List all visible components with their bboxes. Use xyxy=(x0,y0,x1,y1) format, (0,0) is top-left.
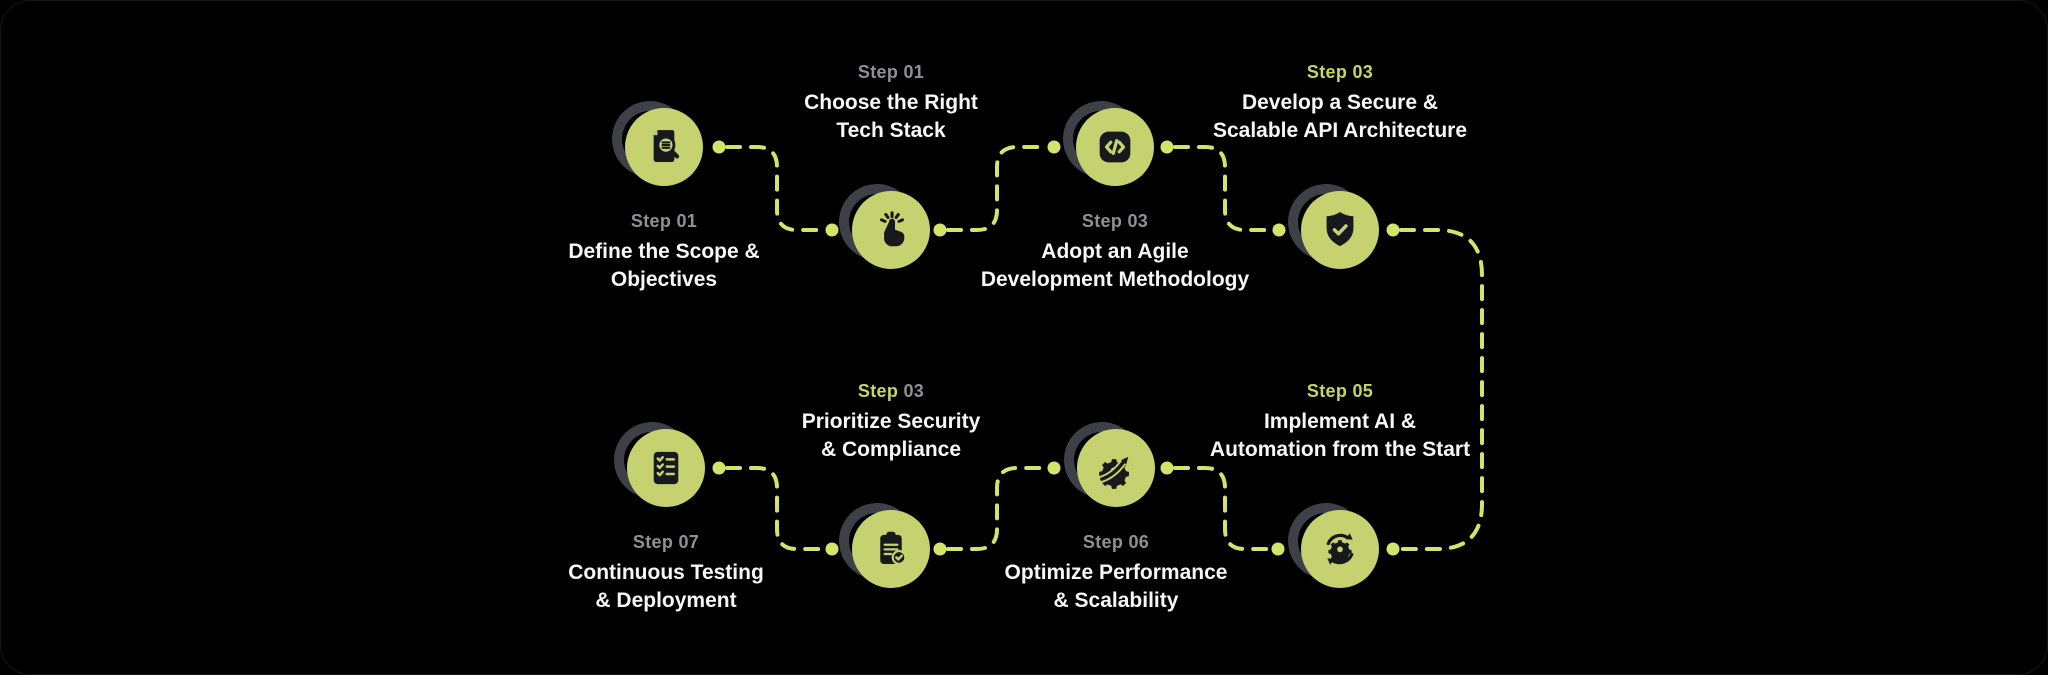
step-text: Step 03 Develop a Secure & Scalable API … xyxy=(1165,60,1515,145)
step-title-line: Optimize Performance xyxy=(1004,561,1228,584)
step-text: Step 01 Define the Scope & Objectives xyxy=(489,209,839,294)
step-label-word: Step xyxy=(857,62,899,82)
tap-click-icon xyxy=(852,191,930,269)
step-label-word: Step xyxy=(632,532,674,552)
step-label-num: 05 xyxy=(1352,381,1374,401)
step-label-word: Step xyxy=(857,381,899,401)
step-title-line: Scalable API Architecture xyxy=(1212,119,1468,142)
step-text: Step 05 Implement AI & Automation from t… xyxy=(1165,379,1515,464)
step-text: Step 07 Continuous Testing & Deployment xyxy=(491,530,841,615)
step-label: Step 07 xyxy=(491,530,841,554)
step-label: Step 06 xyxy=(941,530,1291,554)
step-text: Step 03 Adopt an Agile Development Metho… xyxy=(940,209,1290,294)
step-label-num: 03 xyxy=(1352,62,1374,82)
code-icon xyxy=(1076,108,1154,186)
step-text: Step 06 Optimize Performance & Scalabili… xyxy=(941,530,1291,615)
step-title-line: Implement AI & xyxy=(1263,410,1417,433)
gear-growth-icon xyxy=(1077,429,1155,507)
step-title-line: & Scalability xyxy=(1053,589,1179,612)
step-label-word: Step xyxy=(1306,381,1348,401)
step-label-num: 03 xyxy=(903,381,925,401)
step-label: Step 01 xyxy=(489,209,839,233)
step-label-num: 06 xyxy=(1128,532,1150,552)
step-label: Step 03 xyxy=(716,379,1066,403)
step-label-word: Step xyxy=(1081,211,1123,231)
step-label-num: 03 xyxy=(1127,211,1149,231)
step-label-word: Step xyxy=(1082,532,1124,552)
step-label-num: 01 xyxy=(903,62,925,82)
step-text: Step 01 Choose the Right Tech Stack xyxy=(716,60,1066,145)
step-title-line: Define the Scope & xyxy=(568,240,760,263)
step-text: Step 03 Prioritize Security & Compliance xyxy=(716,379,1066,464)
step-label: Step 01 xyxy=(716,60,1066,84)
checklist-icon xyxy=(627,429,705,507)
step-label-num: 01 xyxy=(676,211,698,231)
step-title-line: & Compliance xyxy=(820,438,962,461)
sync-gear-icon xyxy=(1301,510,1379,588)
step-title-line: Continuous Testing xyxy=(568,561,764,584)
step-title-line: Adopt an Agile xyxy=(1041,240,1189,263)
step-label: Step 05 xyxy=(1165,379,1515,403)
step-title-line: Develop a Secure & xyxy=(1241,91,1439,114)
clipboard-check-icon xyxy=(852,510,930,588)
step-title-line: Prioritize Security xyxy=(801,410,981,433)
step-title-line: & Deployment xyxy=(595,589,737,612)
step-label-word: Step xyxy=(1306,62,1348,82)
step-label-word: Step xyxy=(630,211,672,231)
document-search-icon xyxy=(625,108,703,186)
shield-check-icon xyxy=(1301,191,1379,269)
step-label: Step 03 xyxy=(1165,60,1515,84)
step-title-line: Choose the Right xyxy=(804,91,978,114)
step-title-line: Development Methodology xyxy=(980,268,1250,291)
step-title-line: Automation from the Start xyxy=(1209,438,1471,461)
step-label: Step 03 xyxy=(940,209,1290,233)
step-title-line: Tech Stack xyxy=(836,119,946,142)
step-label-num: 07 xyxy=(678,532,700,552)
step-title-line: Objectives xyxy=(610,268,718,291)
